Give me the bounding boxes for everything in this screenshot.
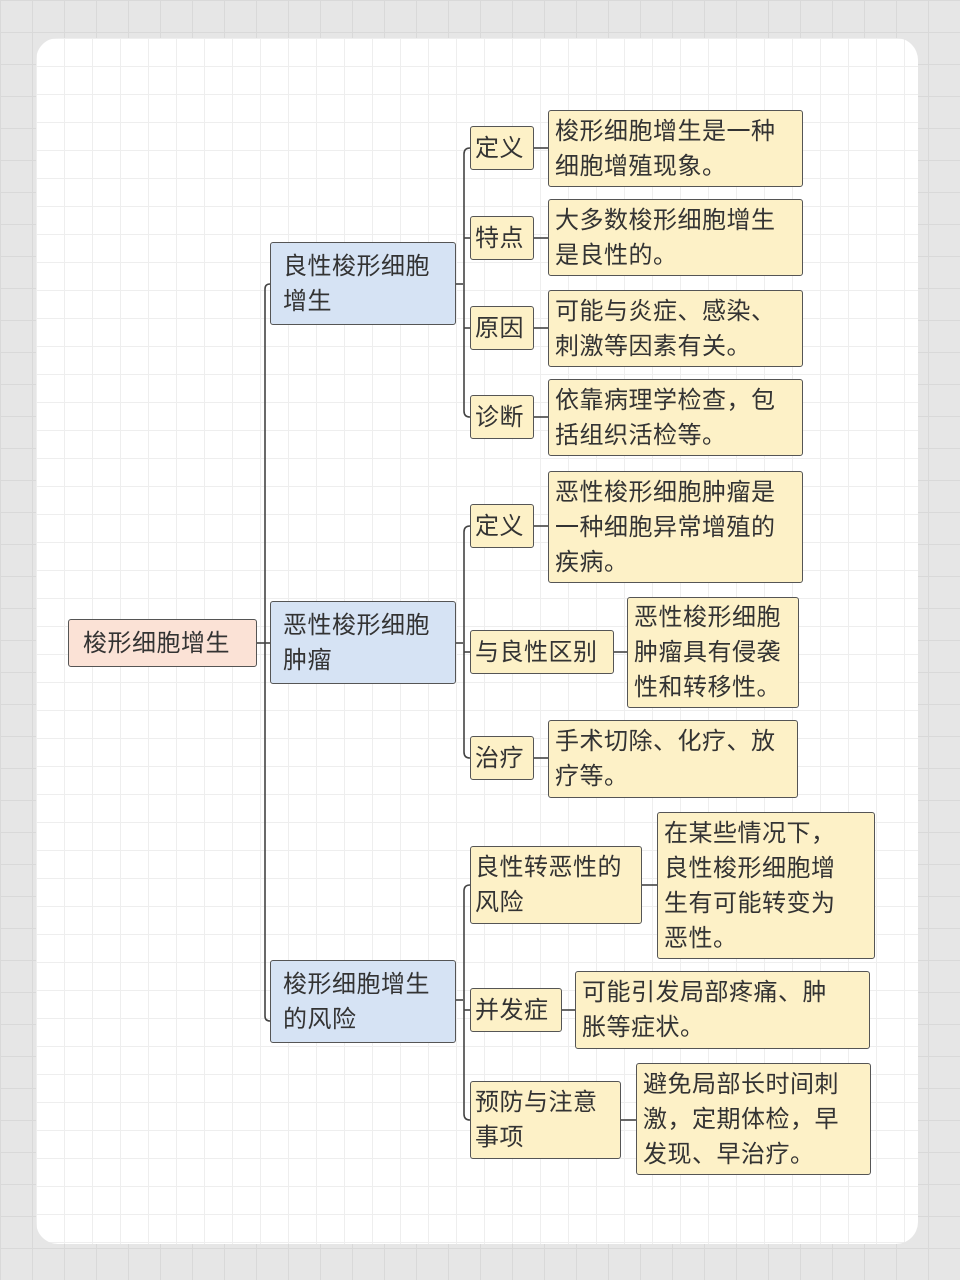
key-malignant-treatment[interactable]: 治疗 — [470, 736, 534, 780]
key-risk-prevention[interactable]: 预防与注意 事项 — [470, 1081, 621, 1159]
leaf-risk-transformation[interactable]: 在某些情况下， 良性梭形细胞增 生有可能转变为 恶性。 — [657, 812, 875, 959]
leaf-risk-complications[interactable]: 可能引发局部疼痛、肿 胀等症状。 — [575, 971, 870, 1049]
key-risk-complications[interactable]: 并发症 — [470, 988, 562, 1032]
key-malignant-definition[interactable]: 定义 — [470, 504, 534, 548]
leaf-benign-diagnosis[interactable]: 依靠病理学检查，包 括组织活检等。 — [548, 379, 803, 456]
branch-benign-hyperplasia[interactable]: 良性梭形细胞 增生 — [270, 242, 456, 325]
branch-risks[interactable]: 梭形细胞增生 的风险 — [270, 960, 456, 1043]
leaf-benign-features[interactable]: 大多数梭形细胞增生 是良性的。 — [548, 199, 803, 276]
leaf-benign-causes[interactable]: 可能与炎症、感染、 刺激等因素有关。 — [548, 290, 803, 367]
root-node[interactable]: 梭形细胞增生 — [68, 619, 257, 667]
leaf-malignant-treatment[interactable]: 手术切除、化疗、放 疗等。 — [548, 720, 798, 798]
key-risk-transformation[interactable]: 良性转恶性的 风险 — [470, 846, 642, 924]
leaf-risk-prevention[interactable]: 避免局部长时间刺 激，定期体检，早 发现、早治疗。 — [636, 1063, 871, 1175]
leaf-malignant-definition[interactable]: 恶性梭形细胞肿瘤是 一种细胞异常增殖的 疾病。 — [548, 471, 803, 583]
key-malignant-difference[interactable]: 与良性区别 — [470, 630, 614, 674]
leaf-benign-definition[interactable]: 梭形细胞增生是一种 细胞增殖现象。 — [548, 110, 803, 187]
key-benign-definition[interactable]: 定义 — [470, 126, 534, 170]
key-benign-diagnosis[interactable]: 诊断 — [470, 395, 534, 439]
branch-malignant-tumor[interactable]: 恶性梭形细胞 肿瘤 — [270, 601, 456, 684]
leaf-malignant-difference[interactable]: 恶性梭形细胞 肿瘤具有侵袭 性和转移性。 — [627, 597, 799, 708]
key-benign-causes[interactable]: 原因 — [470, 306, 534, 350]
key-benign-features[interactable]: 特点 — [470, 216, 534, 260]
